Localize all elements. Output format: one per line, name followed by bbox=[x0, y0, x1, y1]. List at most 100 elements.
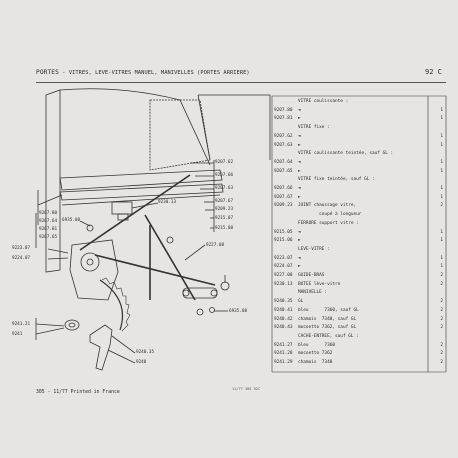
seal-strip bbox=[59, 169, 223, 191]
part-description: ◄ bbox=[298, 133, 301, 139]
part-description: ◄ bbox=[298, 159, 301, 165]
part-quantity: 2 bbox=[440, 351, 443, 357]
regulator-plate bbox=[69, 239, 119, 301]
part-description: ► bbox=[298, 168, 301, 174]
part-description: chamois 7348, sauf GL bbox=[298, 316, 357, 322]
callout-9227-08: 9227.08 bbox=[206, 243, 225, 248]
part-quantity: 1 bbox=[440, 186, 443, 191]
callout-9240: 9240 bbox=[136, 360, 147, 365]
part-ref: 9227.08 bbox=[274, 273, 293, 278]
part-quantity: 1 bbox=[440, 107, 443, 113]
callout-9207-62: 9207.62 bbox=[215, 160, 234, 165]
part-description: ► bbox=[298, 238, 301, 244]
part-ref: 9209.23 bbox=[274, 203, 293, 209]
fixed-glass-shape bbox=[45, 89, 61, 273]
part-description: ► bbox=[298, 116, 301, 122]
part-quantity: 1 bbox=[440, 133, 443, 139]
part-description: FERRURE support vitre : bbox=[298, 220, 359, 226]
part-quantity: 2 bbox=[440, 307, 443, 313]
part-quantity: 2 bbox=[440, 325, 443, 331]
page-title: PORTES - VITRES, LEVE-VITRES MANUEL, MAN… bbox=[36, 69, 250, 76]
part-quantity: 2 bbox=[440, 281, 443, 287]
part-ref: 9215.05 bbox=[274, 229, 293, 235]
part-ref: 9207.66 bbox=[274, 186, 293, 191]
part-ref: 9230.13 bbox=[274, 281, 293, 287]
part-description: BUTEE lève-vitre bbox=[298, 281, 341, 287]
part-ref: 9240.43 bbox=[274, 325, 293, 331]
part-quantity: 2 bbox=[440, 316, 443, 322]
part-description: ► bbox=[298, 142, 301, 148]
part-ref: 9241.27 bbox=[274, 342, 293, 348]
part-description: ◄ bbox=[298, 229, 301, 235]
part-quantity: 1 bbox=[440, 194, 443, 200]
part-description: ◄ bbox=[298, 107, 301, 113]
part-ref: 9207.80 bbox=[274, 107, 293, 113]
part-description: bleu 7360 bbox=[298, 342, 336, 348]
part-description: coupé à longueur bbox=[298, 212, 362, 218]
callout-9241: 9241 bbox=[12, 332, 23, 337]
callout-9207-66: 9207.66 bbox=[215, 173, 234, 178]
callout-6935-08-right: 6935.08 bbox=[229, 309, 248, 314]
part-description: CACHE-ENTREE, sauf GL : bbox=[298, 333, 359, 339]
part-ref: 9207.62 bbox=[274, 133, 293, 139]
page-reference: 92 C bbox=[425, 68, 442, 76]
part-description: bleu 7360, sauf GL bbox=[298, 307, 359, 313]
part-description: GL bbox=[298, 299, 304, 305]
part-description: VITRE coulissante teintée, sauf GL : bbox=[298, 151, 394, 157]
part-description: VITRE fixe : bbox=[298, 125, 330, 131]
callout-9230-13: 9230.13 bbox=[158, 200, 177, 205]
callout-9207-81: 9207.81 bbox=[39, 227, 58, 232]
callout-9241-21: 9241.21 bbox=[12, 322, 31, 327]
crank-handle bbox=[89, 324, 113, 371]
part-description: chamois 7348 bbox=[298, 360, 333, 365]
part-quantity: 1 bbox=[440, 255, 443, 261]
print-stamp: 11/77 305 92C bbox=[232, 387, 261, 391]
buffer bbox=[220, 281, 230, 291]
door-frame-curve bbox=[59, 88, 211, 166]
callout-9224-07: 9224.07 bbox=[12, 256, 31, 261]
callout-9207-63: 9207.63 bbox=[215, 186, 234, 191]
part-ref: 9207.81 bbox=[274, 116, 293, 122]
part-description: LEVE-VITRE : bbox=[298, 246, 330, 252]
part-ref: 9240.42 bbox=[274, 316, 293, 322]
part-ref: 9207.67 bbox=[274, 194, 293, 200]
callout-9207-65: 9207.65 bbox=[39, 235, 58, 240]
footer-text: 305 - 11/77 Printed in France bbox=[36, 390, 120, 395]
callout-9223-07: 9223.07 bbox=[12, 246, 31, 251]
part-description: JOINT chaussage vitre, bbox=[298, 203, 357, 209]
part-description: ► bbox=[298, 264, 301, 270]
part-quantity: 1 bbox=[440, 238, 443, 244]
part-ref: 9207.64 bbox=[274, 159, 293, 165]
part-quantity: 1 bbox=[440, 264, 443, 270]
part-quantity: 2 bbox=[440, 203, 443, 209]
part-quantity: 1 bbox=[440, 168, 443, 174]
callout-9240-35: 9240.35 bbox=[136, 350, 155, 355]
glass-support bbox=[111, 201, 133, 215]
part-description: VITRE coulissante : bbox=[298, 99, 349, 104]
regulator-pivot bbox=[80, 252, 100, 272]
part-quantity: 2 bbox=[440, 360, 443, 365]
part-ref: 9240.41 bbox=[274, 307, 293, 313]
part-ref: 9241.29 bbox=[274, 360, 293, 365]
part-ref: 9241.28 bbox=[274, 351, 293, 357]
part-ref: 9207.65 bbox=[274, 168, 293, 174]
part-description: ► bbox=[298, 194, 301, 200]
part-quantity: 2 bbox=[440, 342, 443, 348]
part-quantity: 2 bbox=[440, 273, 443, 278]
part-ref: 9207.63 bbox=[274, 142, 293, 148]
callout-9207-64: 9207.64 bbox=[39, 219, 58, 224]
part-description: MANIVELLE : bbox=[298, 290, 328, 296]
part-description: mocoetto 7362, sauf GL bbox=[298, 325, 357, 331]
escutcheon bbox=[64, 319, 80, 331]
part-quantity: 1 bbox=[440, 159, 443, 165]
callout-9215-07: 9215.07 bbox=[215, 216, 234, 221]
callout-9209-23: 9209.23 bbox=[215, 207, 234, 212]
header-rule bbox=[36, 82, 446, 83]
section-name: PORTES bbox=[36, 69, 59, 76]
callout-9207-80: 9207.80 bbox=[39, 211, 58, 216]
part-quantity: 1 bbox=[440, 116, 443, 122]
callout-9207-67: 9207.67 bbox=[215, 199, 234, 204]
part-description: mocoetto 7362 bbox=[298, 351, 333, 357]
